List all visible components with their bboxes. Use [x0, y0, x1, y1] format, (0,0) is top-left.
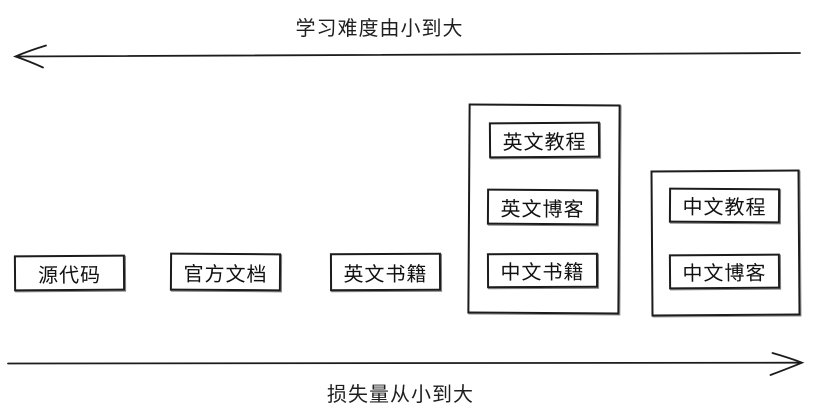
box-official-docs-label: 官方文档	[183, 261, 268, 286]
box-chinese-books: 中文书籍	[486, 252, 599, 289]
box-chinese-blogs-label: 中文博客	[682, 260, 767, 286]
loss-axis-label: 损失量从小到大	[327, 382, 474, 406]
left-arrow-icon	[13, 44, 801, 69]
right-arrow-icon	[7, 352, 805, 376]
difficulty-axis-label: 学习难度由小到大	[295, 16, 464, 40]
box-chinese-tutorials: 中文教程	[668, 187, 781, 224]
box-english-blogs-label: 英文博客	[500, 196, 585, 221]
box-english-books-label: 英文书籍	[343, 261, 428, 286]
box-official-docs: 官方文档	[169, 252, 282, 292]
box-source-code-label: 源代码	[37, 262, 102, 287]
box-english-tutorials-label: 英文教程	[502, 129, 587, 154]
box-english-blogs: 英文博客	[486, 188, 599, 226]
box-english-tutorials: 英文教程	[488, 121, 601, 159]
box-chinese-tutorials-label: 中文教程	[682, 194, 767, 220]
box-chinese-books-label: 中文书籍	[500, 259, 585, 285]
box-chinese-blogs: 中文博客	[668, 253, 781, 290]
box-english-books: 英文书籍	[329, 252, 442, 292]
box-source-code: 源代码	[13, 254, 126, 292]
